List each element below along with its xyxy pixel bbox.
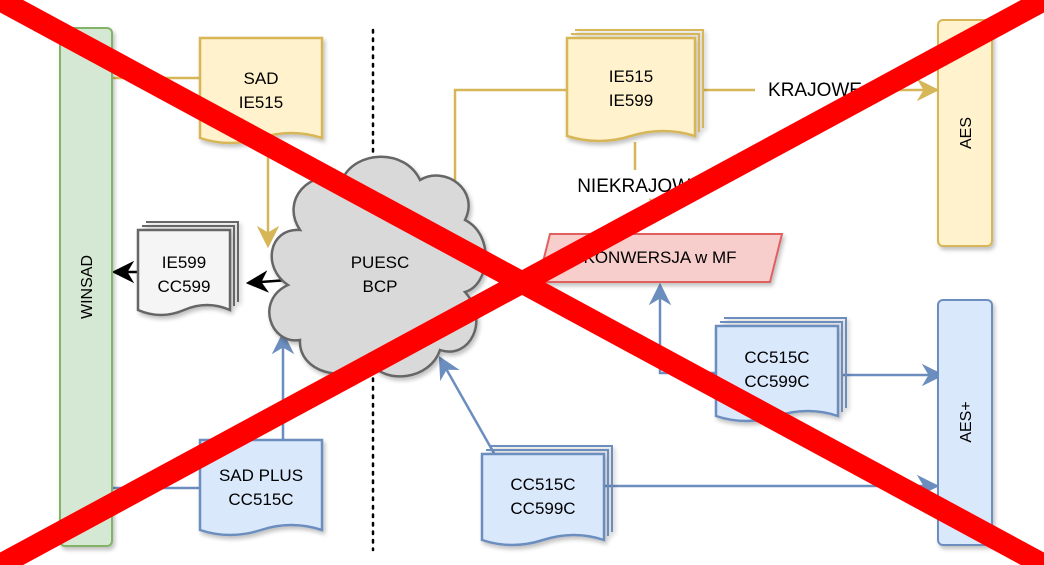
doc-ie599-cc599 [136,221,239,317]
aes-plus-system [937,299,993,546]
aes-plus-label: AES+ [958,401,975,442]
doc-sad-ie515-line1: SAD [244,69,279,88]
aes-system [937,19,993,247]
connector-cc515c-bottom-to-puesc [438,356,497,456]
doc-cc515c-bottom-line2: CC599C [510,499,575,518]
conversion-label: KONWERSJA w MF [583,248,736,267]
doc-ie515-ie599-line1: IE515 [609,67,653,86]
doc-sad-plus-line1: SAD PLUS [219,466,303,485]
doc-sad-plus-line2: CC515C [228,490,293,509]
doc-cc515c-right-line2: CC599C [744,372,809,391]
doc-sad-ie515-line2: IE515 [239,93,283,112]
doc-ie515-ie599 [565,29,704,143]
cloud-line2: BCP [363,277,398,296]
winsad-system [59,27,113,547]
edge-label-krajowe: KRAJOWE [768,80,862,101]
winsad-label: WINSAD [79,255,96,319]
doc-sad-plus-cc515c [198,438,324,537]
doc-ie599-cc599-line2: CC599 [158,277,211,296]
doc-cc515c-cc599c-bottom [480,445,613,547]
cloud-line1: PUESC [351,253,410,272]
doc-ie599-cc599-line1: IE599 [162,253,206,272]
doc-ie515-ie599-line2: IE599 [609,91,653,110]
doc-cc515c-bottom-line1: CC515C [510,475,575,494]
aes-label: AES [958,117,975,149]
connector-ie515-to-puesc [443,88,566,219]
doc-cc515c-right-line1: CC515C [744,348,809,367]
